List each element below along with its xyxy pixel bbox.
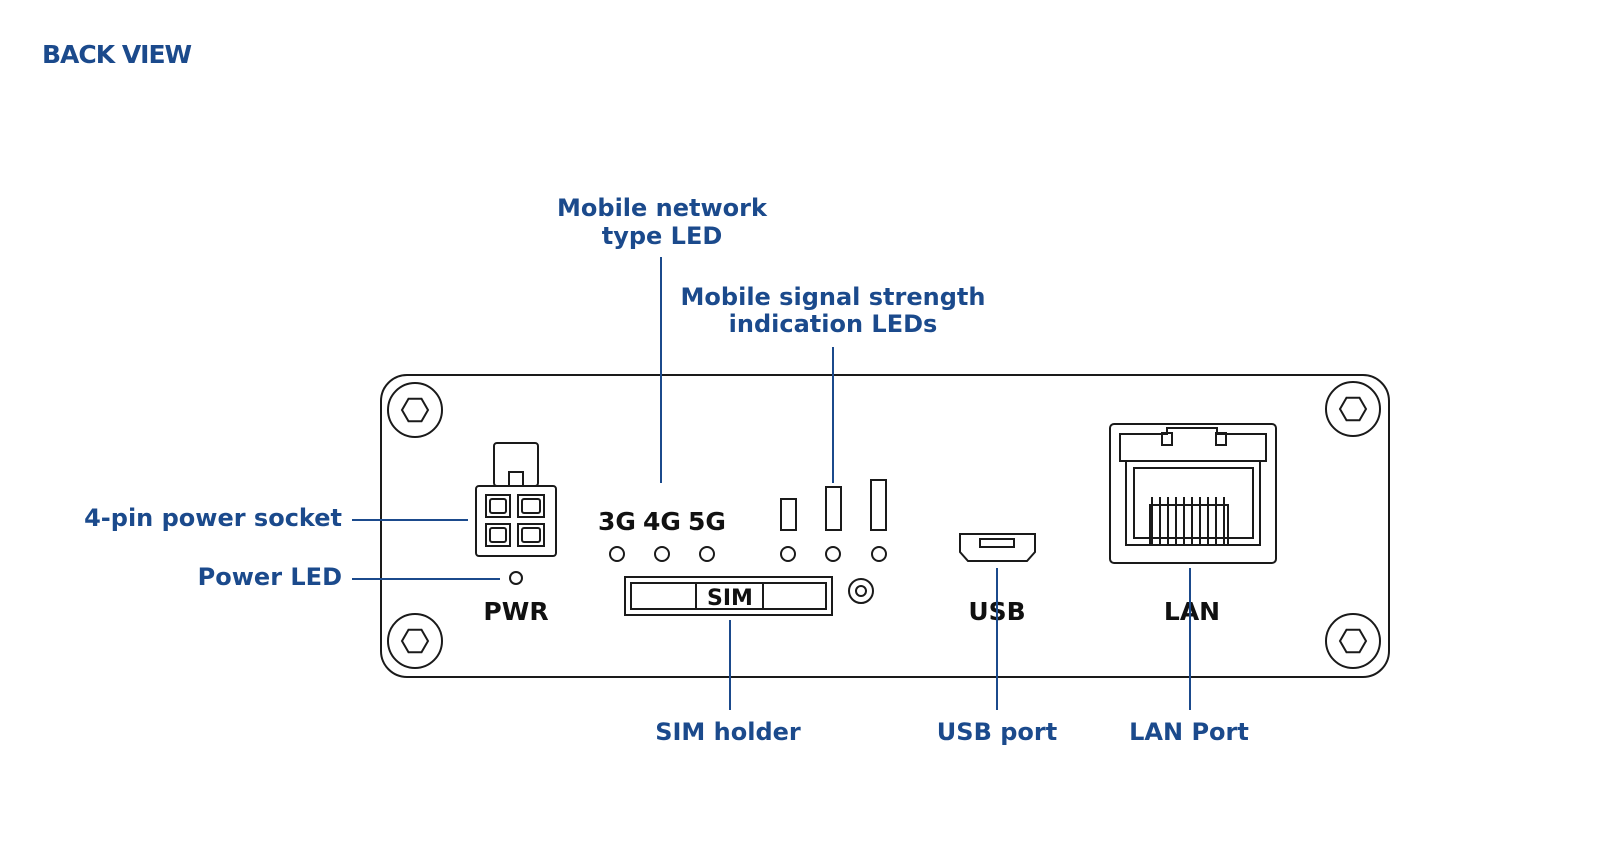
hex-screw-icon [1325,381,1381,437]
sim-holder-label: SIM holder [655,718,801,746]
network-type-led-label-line1: Mobile network [557,194,768,222]
signal-led-1 [780,546,796,562]
signal-led-2 [825,546,841,562]
power-socket [475,442,557,557]
sim-holder [624,576,833,616]
signal-bar-2 [825,486,842,531]
signal-bar-3 [870,479,887,531]
hex-screw-icon [1325,613,1381,669]
reset-button [848,578,874,604]
signal-led-3 [871,546,887,562]
power-led-label: Power LED [198,563,342,591]
network-type-led-label-line2: type LED [602,222,723,250]
led-3g [609,546,625,562]
lan-connector [1109,423,1277,564]
hex-screw-icon [387,382,443,438]
hex-screw-icon [387,613,443,669]
signal-leds-label-line2: indication LEDs [729,310,938,338]
net-4g-label: 4G [643,507,681,536]
device-body [380,374,1390,678]
led-4g [654,546,670,562]
pwr-label: PWR [483,597,548,626]
net-3g-label: 3G [598,507,636,536]
power-led [509,571,523,585]
usb-port-label: USB port [937,718,1057,746]
signal-bar-1 [780,498,797,531]
net-5g-label: 5G [688,507,726,536]
lan-port-label: LAN Port [1129,718,1249,746]
signal-leds-label-line1: Mobile signal strength [681,283,986,311]
page-title: BACK VIEW [42,40,192,69]
power-socket-label: 4-pin power socket [84,504,342,532]
sim-label: SIM [707,586,753,611]
led-5g [699,546,715,562]
lan-label: LAN [1164,597,1220,626]
usb-connector [959,533,1036,562]
